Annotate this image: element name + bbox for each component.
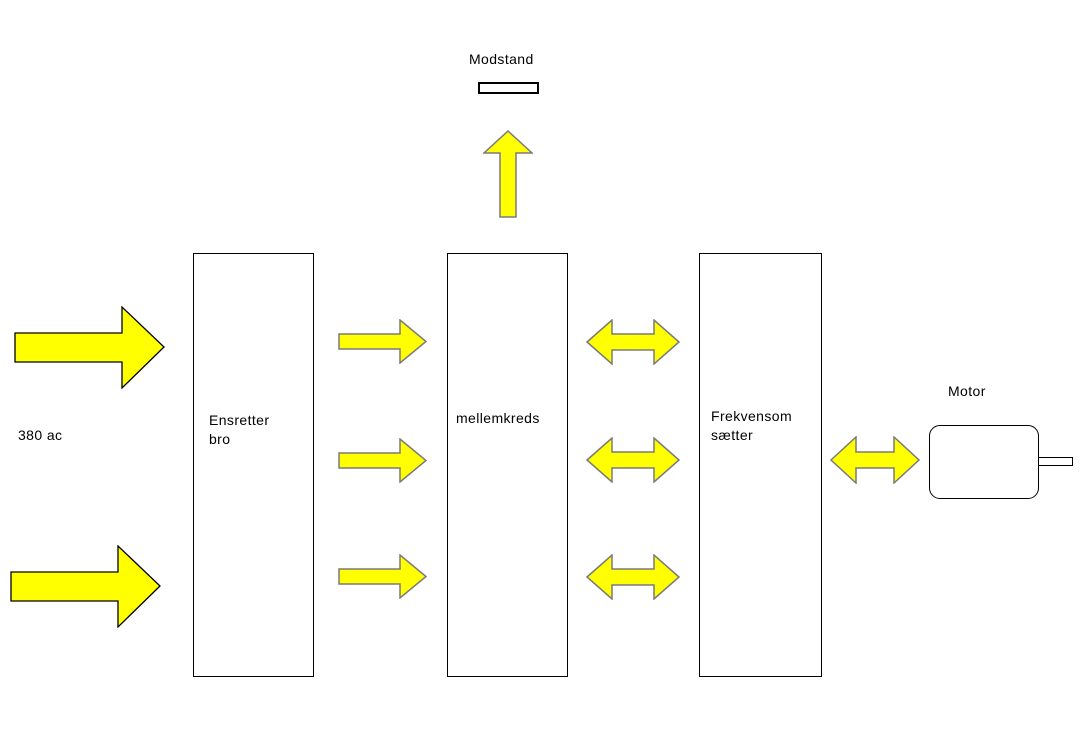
block-ensretter-bro: Ensretter bro (193, 253, 314, 677)
block-mellemkreds-label: mellemkreds (456, 410, 540, 426)
arrow-rectifier-dc-2-icon (338, 438, 427, 483)
arrow-rectifier-dc-1-icon (338, 319, 427, 364)
motor-shaft-shape (1038, 457, 1073, 466)
arrow-ac-input-bottom-icon (10, 545, 161, 628)
block-mellemkreds: mellemkreds (447, 253, 568, 677)
arrow-dc-inverter-1-icon (586, 319, 680, 365)
input-voltage-label: 380 ac (18, 427, 63, 443)
motor-label: Motor (948, 383, 986, 399)
motor-body-shape (929, 425, 1039, 499)
block-ensretter-bro-label: Ensretter bro (209, 412, 270, 447)
arrow-dc-inverter-2-icon (586, 437, 680, 483)
modstand-label: Modstand (469, 51, 534, 67)
block-frekvensomsaetter: Frekvensom sætter (699, 253, 822, 677)
arrow-dc-inverter-3-icon (586, 554, 680, 600)
arrow-rectifier-dc-3-icon (338, 554, 427, 599)
arrow-ac-input-top-icon (14, 306, 165, 389)
arrow-up-brake-resistor-icon (483, 130, 533, 218)
arrow-inverter-motor-icon (830, 436, 920, 484)
resistor-shape (478, 82, 539, 94)
block-frekvensomsaetter-label: Frekvensom sætter (711, 408, 793, 443)
